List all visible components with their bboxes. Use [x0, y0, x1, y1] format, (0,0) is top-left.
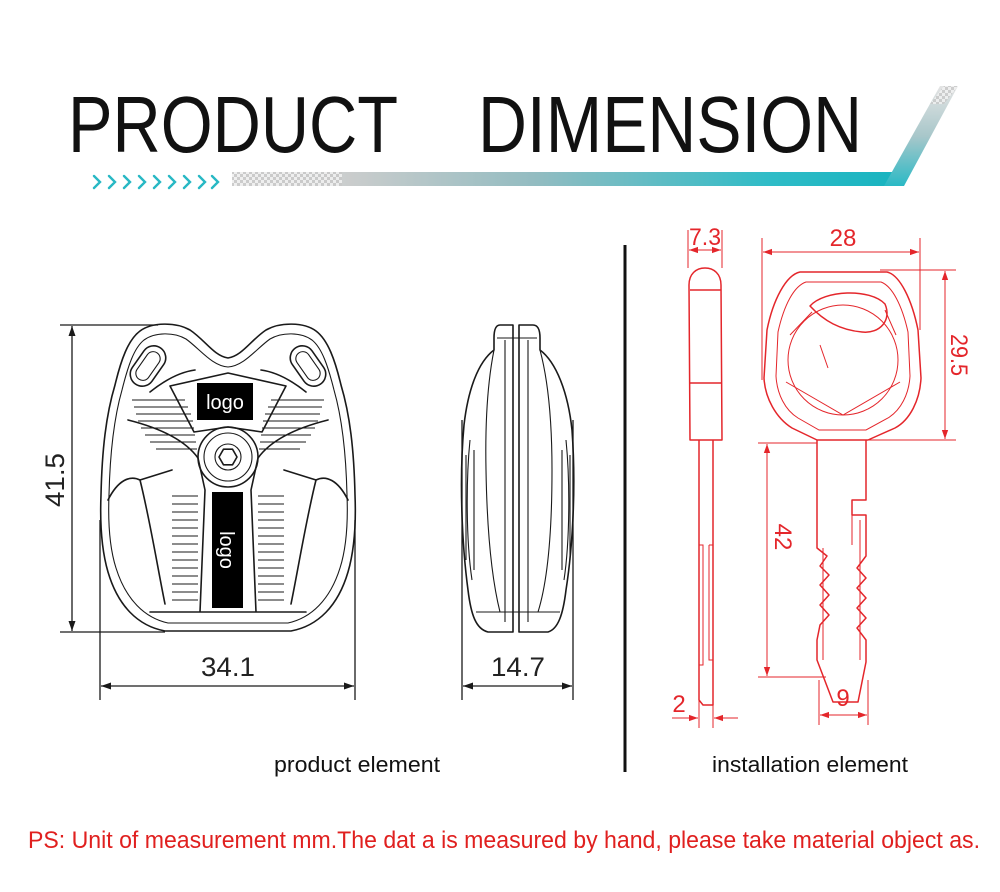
dimension-width-front: 34.1 — [99, 520, 356, 700]
installation-element-caption: installation element — [712, 752, 908, 777]
side-grip-ridges — [465, 439, 571, 581]
front-wing-contours — [107, 469, 349, 605]
center-screw — [197, 426, 259, 488]
front-outline — [99, 323, 357, 632]
dimension-key-head-thickness: 7.3 — [687, 224, 723, 268]
dimension-key-blade-thickness: 2 — [672, 690, 738, 728]
front-inner-outline — [108, 333, 348, 624]
dimension-key-head-width: 28 — [761, 225, 921, 380]
accent-bar-slant — [884, 86, 958, 186]
page-title: PRODUCT DIMENSION — [68, 80, 862, 169]
dimension-key-head-height: 29.5 — [868, 269, 972, 441]
dimension-label-height: 41.5 — [40, 453, 70, 507]
key-blade-outline — [816, 440, 867, 703]
dimension-label-key-head-height: 29.5 — [945, 334, 972, 376]
logo-text-top: logo — [206, 392, 244, 414]
dimension-key-blade-width: 9 — [818, 680, 869, 725]
logo-badge-top: logo — [197, 383, 253, 420]
accent-slant-checker — [930, 86, 958, 104]
extension-lines-height — [60, 324, 165, 633]
product-side-view — [460, 324, 575, 633]
dimension-label-key-head-thickness: 7.3 — [689, 224, 721, 251]
dimension-label-key-head-width: 28 — [830, 225, 857, 252]
key-side-groove — [699, 544, 713, 666]
dimension-label-key-blade-thickness: 2 — [672, 691, 685, 718]
hex-socket-icon — [218, 448, 238, 466]
extension-lines-key-blade-width — [818, 680, 869, 725]
dimension-label-key-blade-width: 9 — [836, 685, 849, 712]
key-top-view — [763, 271, 922, 703]
measurement-note: PS: Unit of measurement mm.The dat a is … — [28, 827, 980, 854]
accent-bar-gradient — [232, 172, 904, 186]
dimension-height-front: 41.5 — [40, 324, 165, 633]
chevron-decoration — [92, 174, 220, 190]
front-wing-stripes-lower — [172, 495, 284, 601]
extension-lines-key-blade-thickness — [698, 690, 714, 728]
title-word-dimension: DIMENSION — [478, 80, 862, 169]
accent-bar-checker — [232, 172, 342, 186]
front-center-frame — [127, 369, 329, 613]
side-left-half — [460, 324, 514, 633]
title-accent-bar — [232, 86, 958, 186]
front-wing-stripes-upper — [132, 399, 324, 450]
title-word-product: PRODUCT — [68, 80, 398, 169]
dimension-thickness-side: 14.7 — [461, 420, 574, 700]
ear-hole-right — [289, 345, 327, 387]
product-front-view: logo logo — [99, 323, 357, 632]
logo-badge-bottom: logo — [212, 492, 243, 608]
side-right-half — [518, 324, 575, 633]
extension-lines-width — [99, 520, 356, 700]
dimension-key-blade-length: 42 — [758, 442, 826, 678]
extension-lines-key-head-height — [868, 269, 956, 441]
key-blade-inner — [822, 515, 861, 660]
key-side-blade — [698, 440, 714, 706]
key-side-head — [688, 267, 723, 441]
extension-lines-key-head-width — [761, 238, 921, 380]
extension-lines-key-blade-length — [758, 442, 826, 678]
product-element-caption: product element — [274, 752, 440, 777]
key-side-view — [688, 267, 723, 706]
side-inner-contours — [476, 337, 560, 622]
key-head-slot — [809, 292, 888, 333]
key-head-inner — [775, 281, 911, 431]
dimension-label-width: 34.1 — [201, 652, 255, 682]
extension-lines-thickness — [461, 420, 574, 700]
extension-lines-key-head-thickness — [687, 230, 723, 268]
dimension-label-thickness: 14.7 — [491, 652, 545, 682]
logo-text-bottom: logo — [215, 531, 237, 569]
key-head-facets — [785, 309, 901, 416]
dimension-label-key-blade-length: 42 — [769, 524, 796, 551]
key-head-circle — [787, 304, 899, 416]
ear-hole-left — [129, 345, 167, 387]
